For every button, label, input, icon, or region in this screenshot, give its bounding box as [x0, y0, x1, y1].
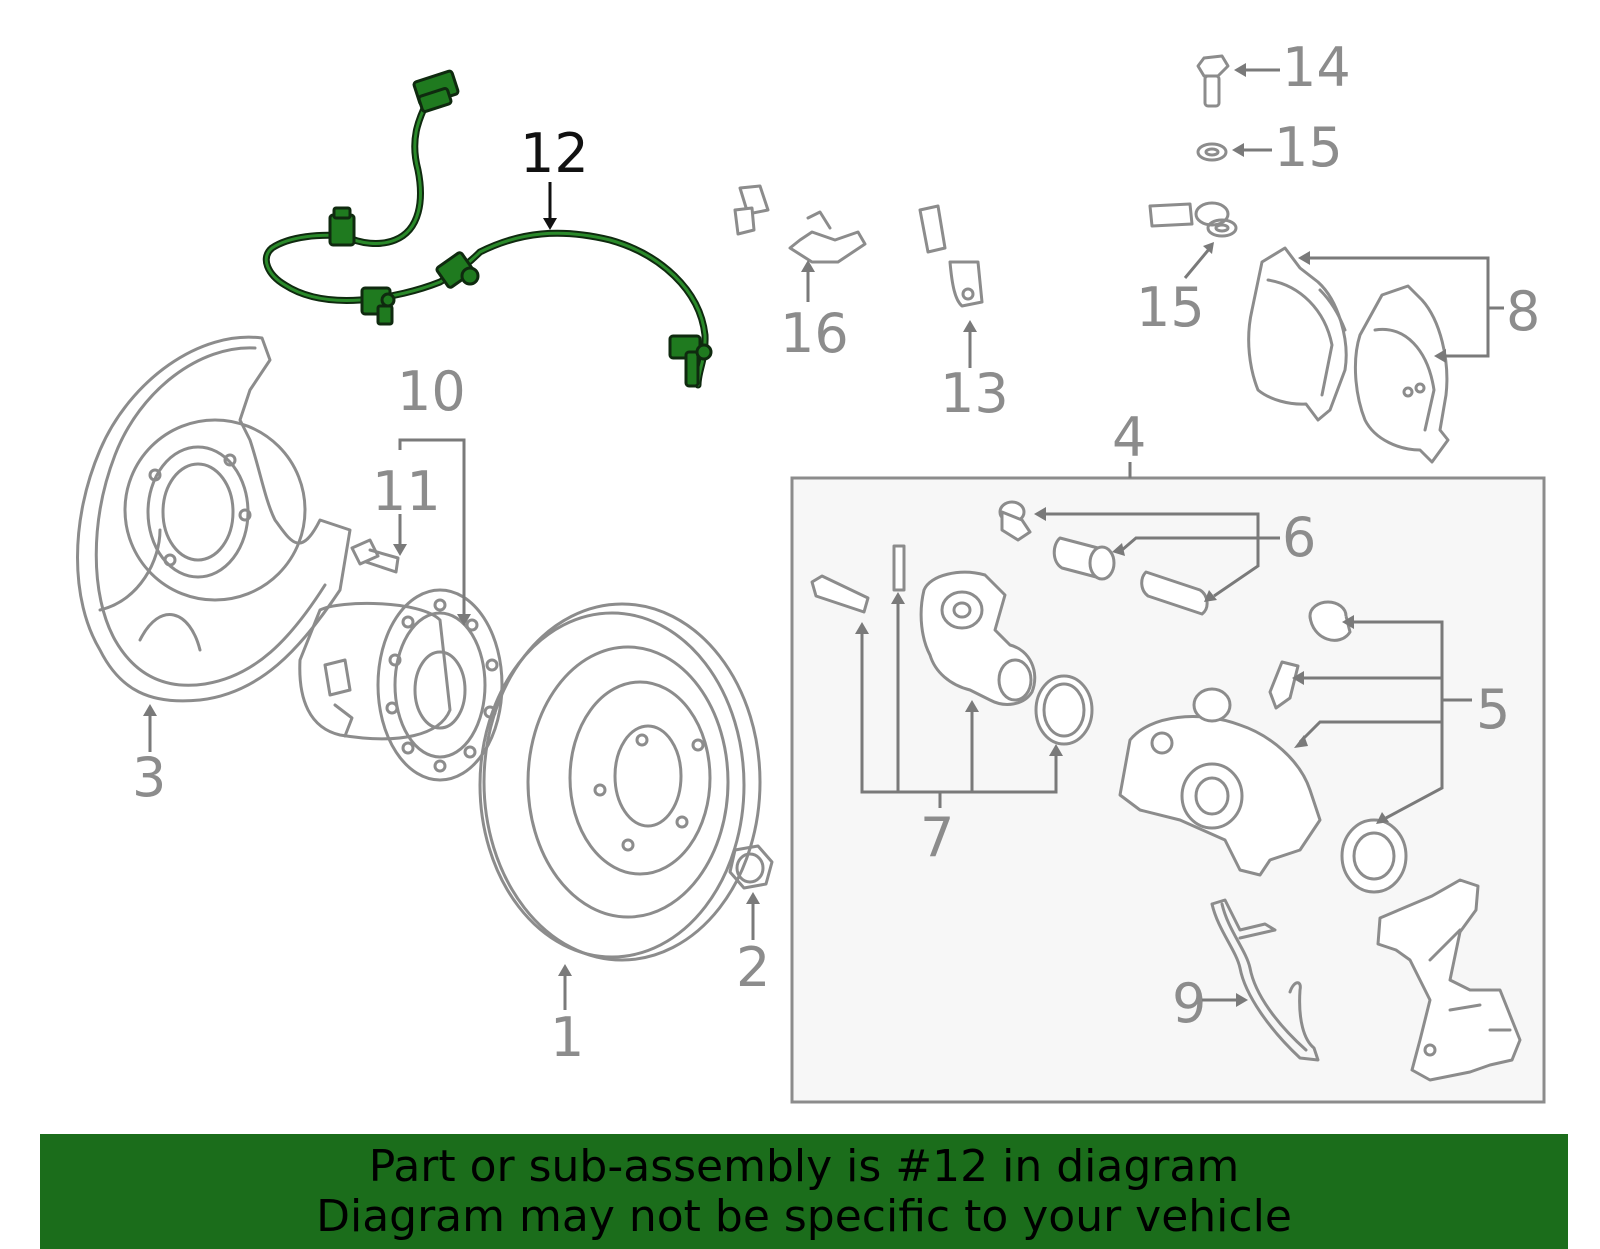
arrow-15-upper [1232, 143, 1244, 157]
arrow-12 [543, 218, 557, 230]
part-2-hub-nut[interactable] [728, 844, 774, 890]
part-5-caliper-body[interactable] [1118, 600, 1408, 894]
part-8-brake-pads[interactable] [1247, 246, 1450, 464]
callout-6[interactable]: 6 [1282, 506, 1316, 569]
arrow-7a [855, 622, 869, 634]
part-13-brake-hose[interactable] [733, 97, 1230, 308]
callout-14[interactable]: 14 [1282, 36, 1351, 99]
part-12-abs-sensor-harness[interactable] [262, 69, 713, 389]
arrow-9 [1236, 993, 1248, 1007]
arrow-1 [558, 964, 572, 976]
arrow-7b [891, 592, 905, 604]
callout-15-upper[interactable]: 15 [1274, 116, 1343, 179]
part-10-hub-bearing[interactable] [298, 588, 504, 782]
callout-2[interactable]: 2 [736, 936, 770, 999]
arrow-14 [1234, 63, 1246, 77]
arrow-5a [1342, 615, 1354, 629]
callout-7[interactable]: 7 [920, 806, 954, 869]
callout-9[interactable]: 9 [1172, 972, 1206, 1035]
part-11-hub-bolt[interactable] [350, 538, 400, 574]
top-connector [412, 69, 460, 113]
leader-8 [1306, 256, 1504, 358]
arrow-16 [801, 260, 815, 272]
part-15-washer-upper[interactable] [1196, 142, 1228, 162]
arrow-13 [963, 320, 977, 332]
arrow-8b [1434, 349, 1446, 363]
callout-5[interactable]: 5 [1476, 678, 1510, 741]
callout-10[interactable]: 10 [397, 360, 466, 423]
callout-16[interactable]: 16 [780, 302, 849, 365]
part-9-pad-spring[interactable] [1210, 898, 1320, 1062]
part-14-banjo-bolt[interactable] [1196, 54, 1230, 108]
arrow-2 [746, 892, 760, 904]
callout-15-lower[interactable]: 15 [1136, 276, 1205, 339]
callout-3[interactable]: 3 [132, 746, 166, 809]
part-6-guide-pins[interactable] [998, 500, 1209, 616]
sensor-head [668, 334, 713, 388]
arrow-7c [965, 700, 979, 712]
banner-line-1: Part or sub-assembly is #12 in diagram [368, 1140, 1240, 1192]
part-7-caliper-components[interactable] [810, 544, 1094, 746]
callout-12[interactable]: 12 [520, 122, 589, 185]
leader-10 [398, 438, 466, 618]
callout-1[interactable]: 1 [550, 1006, 584, 1069]
arrow-7d [1049, 744, 1063, 756]
arrow-6a [1034, 507, 1046, 521]
arrow-10 [457, 614, 471, 626]
leader-6 [1042, 512, 1280, 598]
arrow-6b [1112, 543, 1125, 556]
arrow-8a [1298, 251, 1310, 265]
harness-clip-2 [360, 286, 396, 326]
part-3-backing-plate[interactable] [76, 335, 352, 703]
caliper-bracket [1376, 878, 1522, 1082]
leader-7 [860, 600, 1058, 808]
banner-line-2: Diagram may not be specific to your vehi… [316, 1190, 1292, 1242]
part-15-washer-lower[interactable] [1206, 218, 1238, 238]
callout-13[interactable]: 13 [940, 362, 1009, 425]
callout-4[interactable]: 4 [1112, 406, 1146, 469]
callout-11[interactable]: 11 [372, 460, 441, 523]
callout-8[interactable]: 8 [1506, 280, 1540, 343]
harness-clip-1 [328, 206, 356, 247]
part-16-hose-clip[interactable] [788, 210, 867, 264]
arrow-5c [1294, 735, 1308, 748]
arrow-3 [143, 704, 157, 716]
harness-clip-3 [435, 251, 480, 289]
part-1-brake-rotor[interactable] [478, 602, 762, 962]
arrow-11 [393, 544, 407, 556]
arrow-6c [1204, 590, 1217, 602]
arrow-15-lower [1203, 242, 1214, 254]
info-banner: Part or sub-assembly is #12 in diagram D… [40, 1134, 1568, 1249]
arrow-5b [1292, 671, 1304, 685]
arrow-5d [1376, 812, 1389, 824]
leader-15-lower [1183, 247, 1212, 279]
leader-5 [1298, 620, 1472, 820]
